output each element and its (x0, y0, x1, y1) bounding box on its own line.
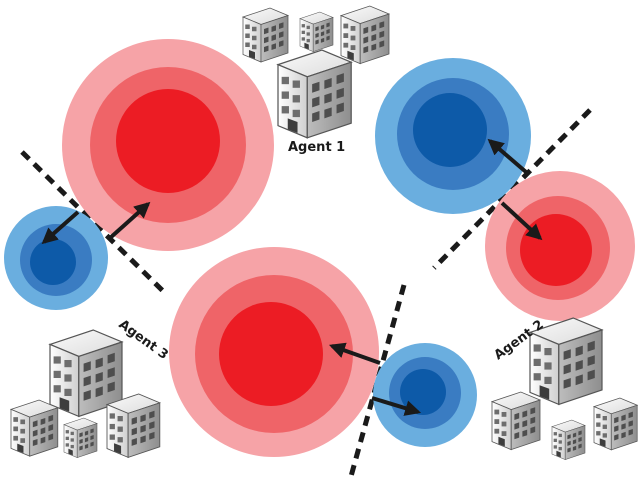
agent-1-label: Agent 1 (288, 140, 345, 155)
blue-zone-bottom-center (373, 343, 477, 447)
arrow-left-divider-to-red (108, 201, 151, 240)
red-zone-top-left (62, 39, 274, 251)
office-building-icon (551, 419, 586, 460)
office-building-icon (277, 49, 352, 139)
red-zone-bottom-center (169, 247, 379, 457)
blue-zone-top-right (375, 58, 531, 214)
office-building-icon (340, 5, 390, 65)
office-building-icon (593, 397, 638, 451)
arrow-bottom-divider-to-red (328, 342, 381, 365)
blue-zone-left (4, 206, 108, 310)
arrow-right-divider-to-red (500, 201, 543, 241)
agent-3-label: Agent 3 (116, 317, 171, 363)
office-building-icon (10, 399, 59, 457)
agent-3-building-cluster (10, 329, 161, 458)
red-zone-right (485, 171, 635, 321)
arrow-left-blue-to-left-divider (41, 210, 80, 245)
office-building-icon (106, 393, 161, 458)
arrow-right-divider-to-blue (487, 138, 528, 174)
office-building-icon (299, 11, 334, 52)
arrow-bottom-divider-to-blue (371, 396, 422, 416)
office-building-icon (63, 417, 98, 458)
office-building-icon (242, 7, 289, 63)
office-building-icon (491, 391, 541, 451)
